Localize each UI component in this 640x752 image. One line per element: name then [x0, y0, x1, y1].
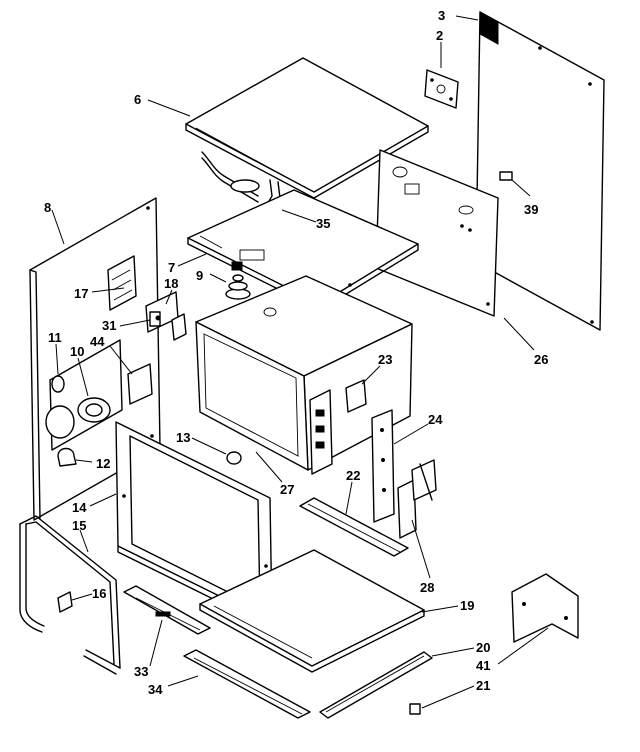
mounting-tray: [187, 189, 419, 311]
part-numbers: 3 2 6 39 8 35 7 9 17 18 31 26 11 10 44 2…: [44, 8, 548, 697]
part-number: 28: [420, 580, 434, 595]
part-number: 14: [72, 500, 87, 515]
part-number: 31: [102, 318, 116, 333]
part-number: 19: [460, 598, 474, 613]
support-rail: [299, 497, 409, 557]
oven-cavity: [195, 275, 413, 475]
back-vent-panel: [375, 149, 499, 317]
part-number: 41: [476, 658, 490, 673]
part-number: 10: [70, 344, 84, 359]
part-number: 9: [196, 268, 203, 283]
part-number: 2: [436, 28, 443, 43]
door-gasket: [19, 515, 121, 675]
part-number: 23: [378, 352, 392, 367]
part-number: 17: [74, 286, 88, 301]
part-number: 44: [90, 334, 105, 349]
part-number: 26: [534, 352, 548, 367]
part-number: 21: [476, 678, 490, 693]
bottom-panel: [199, 549, 425, 673]
part-number: 3: [438, 8, 445, 23]
door-hinge: [397, 459, 437, 539]
part-number: 34: [148, 682, 163, 697]
bottom-trim: [183, 649, 311, 719]
part-number: 6: [134, 92, 141, 107]
control-bracket: [371, 409, 395, 523]
part-number: 27: [280, 482, 294, 497]
knob: [226, 451, 242, 465]
part-number: 15: [72, 518, 86, 533]
clip: [499, 171, 513, 181]
part-number: 20: [476, 640, 490, 655]
part-number: 16: [92, 586, 106, 601]
vent-strip: [123, 585, 211, 635]
part-number: 13: [176, 430, 190, 445]
callout-leaders: [51, 15, 549, 709]
part-number: 22: [346, 468, 360, 483]
part-number: 24: [428, 412, 443, 427]
part-number: 33: [134, 664, 148, 679]
part-number: 12: [96, 456, 110, 471]
corner-bracket: [511, 573, 579, 643]
mounting-bracket: [424, 69, 459, 109]
part-number: 7: [168, 260, 175, 275]
terminal-block: [225, 261, 251, 300]
small-clip: [409, 703, 421, 715]
lamp-assembly: [45, 363, 153, 467]
part-number: 35: [316, 216, 330, 231]
part-number: 8: [44, 200, 51, 215]
latch-bracket: [145, 291, 187, 341]
gasket-clip: [57, 591, 73, 613]
part-number: 18: [164, 276, 178, 291]
rear-panel: [475, 11, 605, 331]
part-number: 39: [524, 202, 538, 217]
part-number: 11: [48, 330, 62, 345]
front-trim: [319, 651, 433, 719]
